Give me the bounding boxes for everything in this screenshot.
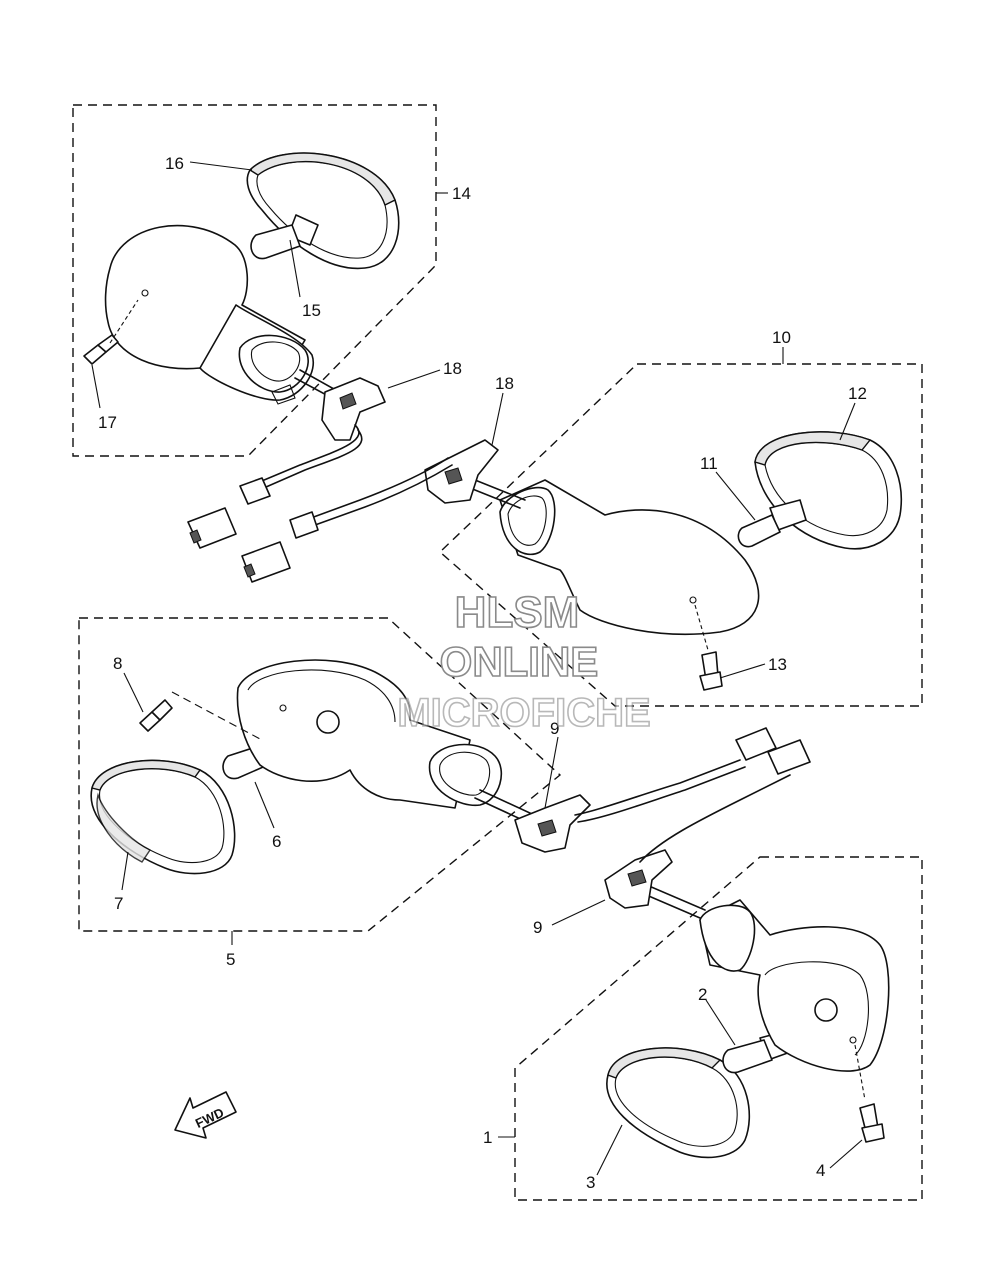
callout-11: 11 [700, 454, 718, 473]
signal-assembly-middle-left [90, 659, 811, 875]
callout-9-lower: 9 [533, 918, 542, 937]
callout-13: 13 [768, 655, 787, 674]
signal-assembly-upper-right [241, 431, 902, 691]
watermark: HLSM ONLINE MICROFICHE [397, 587, 652, 736]
callout-4: 4 [816, 1161, 825, 1180]
callout-6: 6 [272, 832, 281, 851]
callout-9-upper: 9 [550, 719, 559, 738]
callout-3: 3 [586, 1173, 595, 1192]
callout-14: 14 [452, 184, 471, 203]
watermark-line-2: ONLINE [440, 638, 599, 685]
callout-7: 7 [114, 894, 123, 913]
callout-12: 12 [848, 384, 867, 403]
signal-assembly-upper-left [83, 152, 400, 549]
callout-15: 15 [302, 301, 321, 320]
watermark-line-3: MICROFICHE [397, 691, 650, 735]
callout-17: 17 [98, 413, 117, 432]
signal-assembly-lower-right [604, 774, 890, 1159]
assembly-box-5 [78, 617, 562, 932]
assembly-box-1 [514, 856, 923, 1201]
callout-5: 5 [226, 950, 235, 969]
callout-16: 16 [165, 154, 184, 173]
callout-18-left: 18 [443, 359, 462, 378]
callout-1: 1 [483, 1128, 492, 1147]
forward-direction-arrow: FWD [174, 1091, 237, 1139]
assembly-box-14 [72, 104, 437, 457]
callout-8: 8 [113, 654, 122, 673]
leader-lines [91, 161, 863, 1176]
callout-2: 2 [698, 985, 707, 1004]
callout-18-right: 18 [495, 374, 514, 393]
watermark-line-1: HLSM [455, 588, 580, 637]
assembly-box-10 [438, 363, 923, 707]
callout-10: 10 [772, 328, 791, 347]
